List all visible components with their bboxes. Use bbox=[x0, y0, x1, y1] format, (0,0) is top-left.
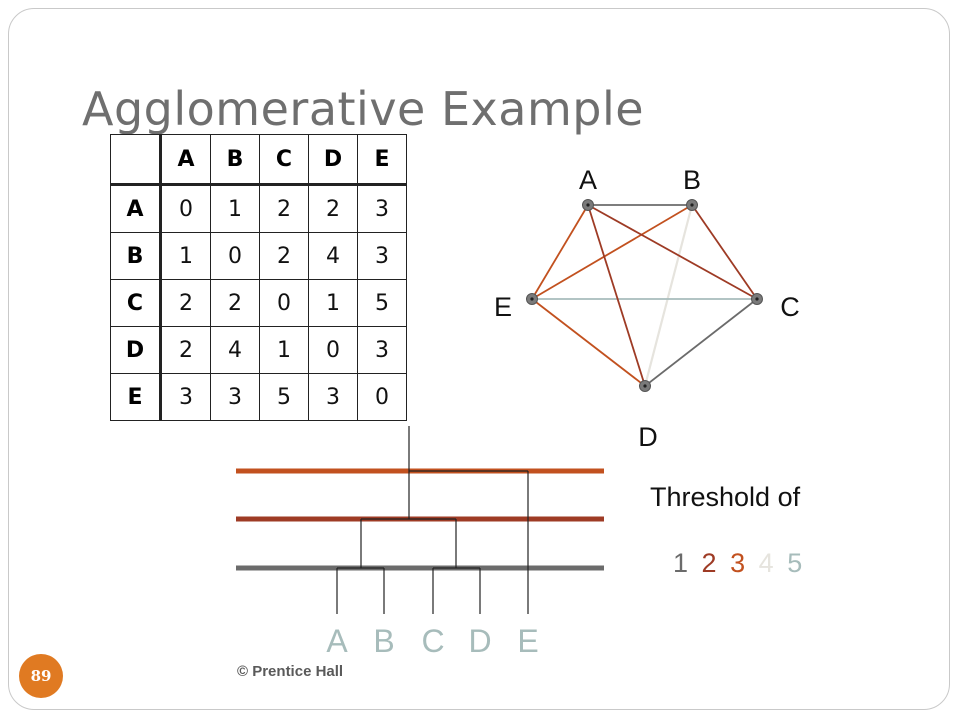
threshold-value-2: 2 bbox=[701, 548, 717, 578]
matrix-row-header: B bbox=[110, 232, 162, 280]
dendrogram-leaf-label: B bbox=[373, 623, 394, 659]
page-number-badge: 89 bbox=[19, 654, 63, 698]
footer-copyright: © Prentice Hall bbox=[237, 663, 344, 680]
matrix-cell: 4 bbox=[308, 232, 358, 280]
matrix-cell: 2 bbox=[160, 279, 211, 327]
matrix-row: B 1 0 2 4 3 bbox=[110, 232, 407, 280]
threshold-values: 1 2 3 4 5 bbox=[673, 548, 808, 579]
matrix-row-header: A bbox=[110, 184, 162, 233]
graph-node-label: D bbox=[638, 422, 658, 452]
matrix-row-header: E bbox=[110, 373, 162, 421]
graph-node-center bbox=[530, 297, 534, 301]
matrix-row: D 2 4 1 0 3 bbox=[110, 326, 407, 374]
matrix-header-row: A B C D E bbox=[110, 134, 407, 186]
matrix-cell: 2 bbox=[160, 326, 211, 374]
graph-node-label: E bbox=[494, 292, 512, 322]
graph-node-center bbox=[690, 203, 694, 207]
matrix-cell: 5 bbox=[357, 279, 407, 327]
threshold-value-4: 4 bbox=[758, 548, 774, 578]
matrix-cell: 1 bbox=[210, 184, 260, 233]
graph-edge bbox=[531, 298, 646, 387]
matrix-cell: 3 bbox=[210, 373, 260, 421]
threshold-label: Threshold of bbox=[650, 482, 801, 512]
graph-edge bbox=[643, 204, 694, 387]
dendrogram-leaf-label: E bbox=[517, 623, 538, 659]
matrix-cell: 3 bbox=[308, 373, 358, 421]
matrix-cell: 0 bbox=[160, 184, 211, 233]
graph-node-label: B bbox=[683, 165, 701, 195]
distance-matrix: A B C D E A 0 1 2 2 3 B 1 0 2 4 3 C 2 2 … bbox=[110, 134, 407, 421]
matrix-cell: 2 bbox=[210, 279, 260, 327]
graph-node-center bbox=[643, 384, 647, 388]
graph-node-label: A bbox=[579, 165, 597, 195]
matrix-row: C 2 2 0 1 5 bbox=[110, 279, 407, 327]
matrix-col-header: E bbox=[357, 134, 407, 186]
matrix-cell: 2 bbox=[308, 184, 358, 233]
matrix-row: A 0 1 2 2 3 bbox=[110, 184, 407, 233]
threshold-value-1: 1 bbox=[673, 548, 689, 578]
threshold-value-5: 5 bbox=[787, 548, 803, 578]
dendrogram-leaf-label: D bbox=[468, 623, 491, 659]
matrix-row-header: C bbox=[110, 279, 162, 327]
dendrogram-leaf-label: C bbox=[421, 623, 444, 659]
matrix-row: E 3 3 5 3 0 bbox=[110, 373, 407, 421]
graph-edge bbox=[587, 204, 646, 387]
slide-title: Agglomerative Example bbox=[82, 82, 645, 136]
matrix-cell: 3 bbox=[160, 373, 211, 421]
matrix-cell: 3 bbox=[357, 326, 407, 374]
matrix-cell: 0 bbox=[210, 232, 260, 280]
graph-node-label: C bbox=[780, 292, 800, 322]
graph-edge bbox=[644, 298, 758, 387]
matrix-col-header: C bbox=[259, 134, 309, 186]
graph-node-center bbox=[755, 297, 759, 301]
threshold-value-3: 3 bbox=[730, 548, 746, 578]
graph-edge bbox=[531, 204, 589, 300]
matrix-row-header: D bbox=[110, 326, 162, 374]
graph-edge bbox=[531, 204, 693, 300]
matrix-col-header: A bbox=[160, 134, 211, 186]
distance-graph: A B C D E bbox=[494, 165, 800, 452]
graph-edge bbox=[691, 204, 758, 300]
matrix-cell: 5 bbox=[259, 373, 309, 421]
matrix-corner-cell bbox=[110, 134, 162, 186]
graph-edge bbox=[587, 204, 758, 300]
graph-node-center bbox=[586, 203, 590, 207]
matrix-cell: 0 bbox=[357, 373, 407, 421]
dendrogram-leaf-label: A bbox=[326, 623, 348, 659]
